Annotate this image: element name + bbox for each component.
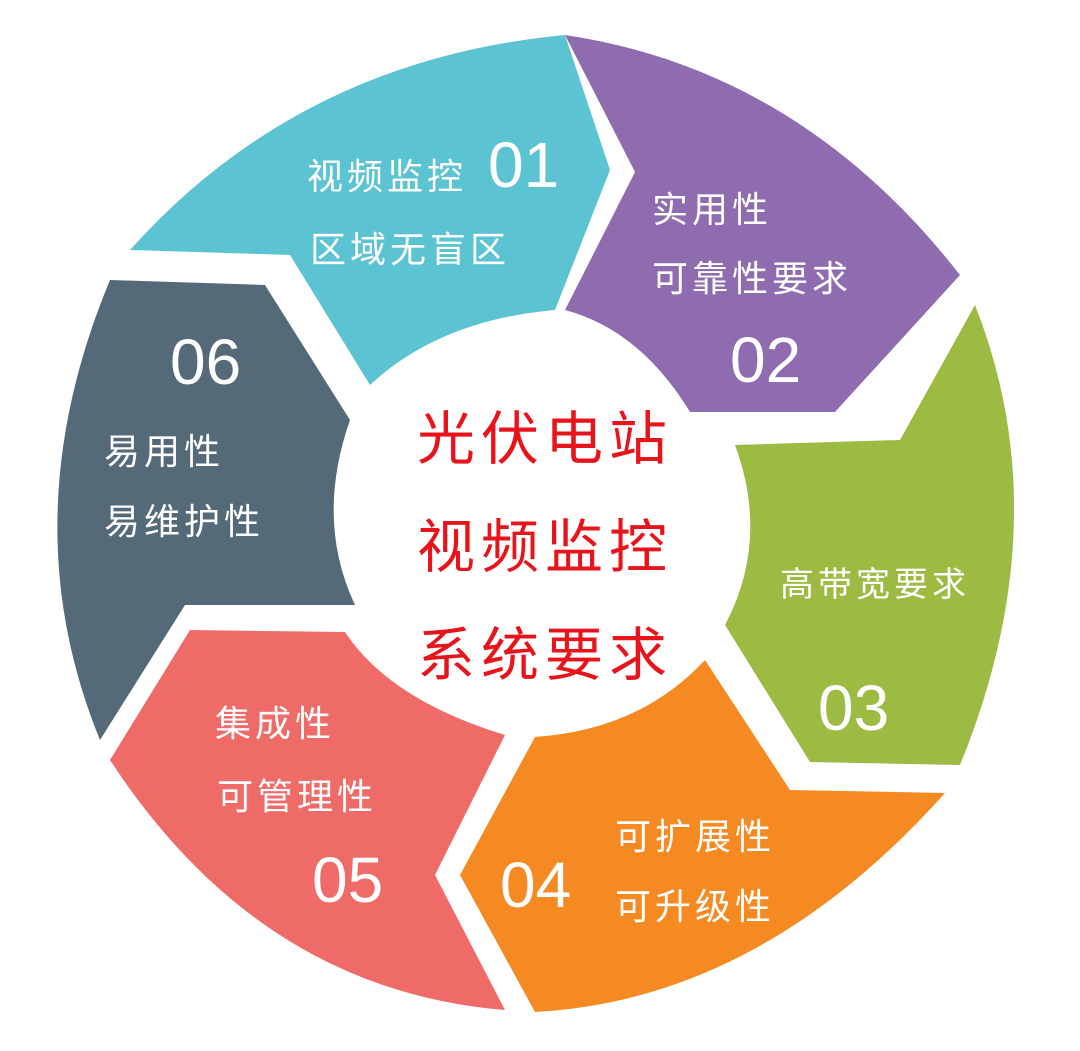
center-title-line-1: 光伏电站 bbox=[416, 405, 673, 473]
segment-05-line-2: 可管理性 bbox=[217, 777, 378, 818]
segment-06-line-2: 易维护性 bbox=[104, 502, 265, 543]
segment-04-number: 04 bbox=[500, 849, 572, 921]
segment-02-number: 02 bbox=[730, 324, 802, 396]
segment-04-shape bbox=[460, 660, 945, 1012]
segment-02-shape bbox=[565, 35, 960, 412]
center-title-line-3: 系统要求 bbox=[416, 621, 673, 689]
segment-03-shape bbox=[725, 305, 1015, 765]
segment-06-shape bbox=[57, 280, 356, 740]
center-title-line-2: 视频监控 bbox=[416, 513, 673, 581]
segment-03-number: 03 bbox=[818, 672, 890, 744]
segment-01-shape bbox=[130, 35, 610, 385]
segment-06-number: 06 bbox=[170, 326, 242, 398]
segment-05-line-1: 集成性 bbox=[215, 704, 336, 745]
segment-01-number: 01 bbox=[488, 129, 560, 201]
segment-03-line-1: 高带宽要求 bbox=[780, 565, 970, 605]
center-title: 光伏电站 视频监控 系统要求 bbox=[395, 385, 695, 709]
segment-02-line-1: 实用性 bbox=[652, 190, 773, 231]
segment-02-line-2: 可靠性要求 bbox=[652, 259, 853, 300]
segment-05-number: 05 bbox=[312, 844, 384, 916]
segment-04-line-2: 可升级性 bbox=[615, 887, 776, 928]
segment-05-shape bbox=[110, 630, 505, 1010]
segment-01-line-2: 区域无盲区 bbox=[310, 230, 511, 271]
segment-06-line-1: 易用性 bbox=[104, 432, 225, 473]
segment-04-line-1: 可扩展性 bbox=[615, 817, 776, 858]
segment-01-line-1: 视频监控 bbox=[307, 157, 468, 198]
